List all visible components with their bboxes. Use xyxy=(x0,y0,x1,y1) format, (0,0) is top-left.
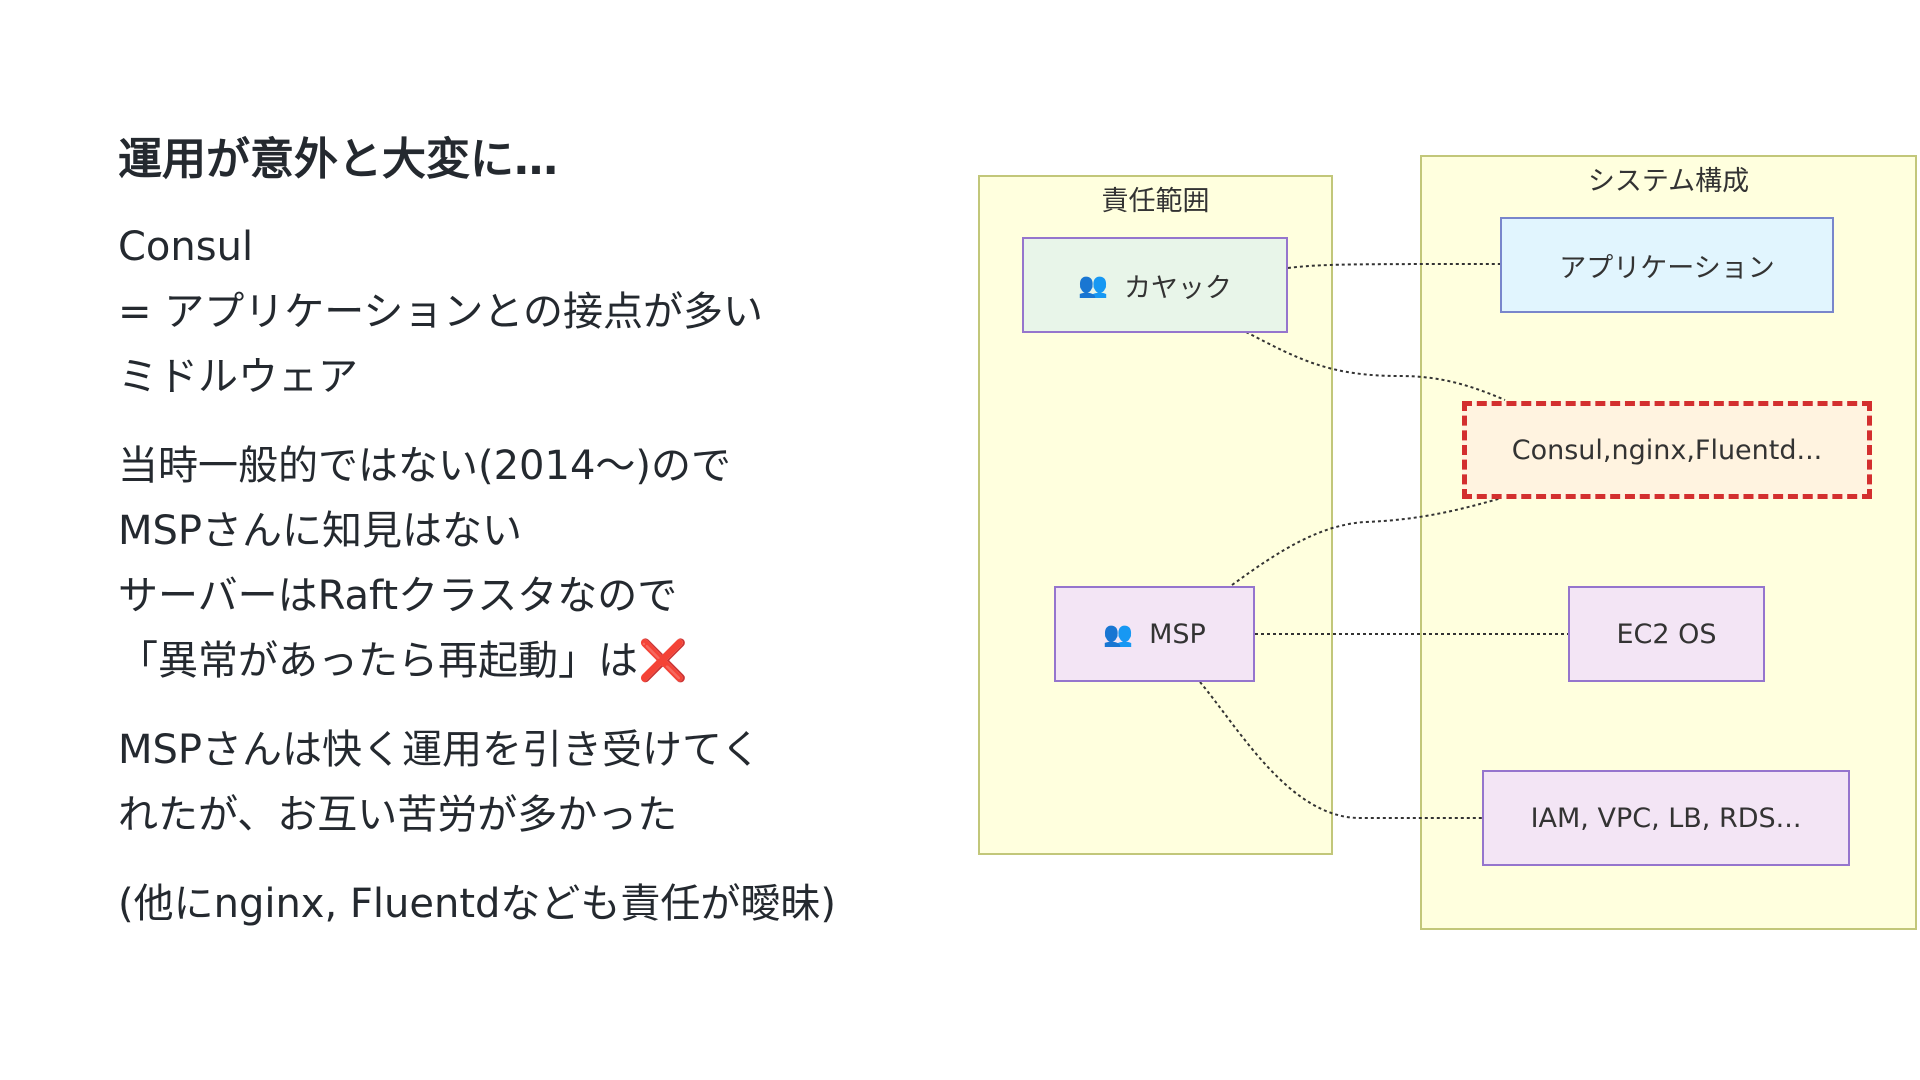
node-infra-label: IAM, VPC, LB, RDS... xyxy=(1530,802,1802,834)
node-ec2-label: EC2 OS xyxy=(1616,618,1717,650)
edge-msp-middleware xyxy=(1231,496,1506,586)
cross-mark-icon: ❌ xyxy=(638,638,688,684)
paragraph-knowledge: 当時一般的ではない(2014〜)ので MSPさんに知見はない サーバーはRaft… xyxy=(118,434,878,694)
node-msp: 👥 MSP xyxy=(1054,586,1255,682)
edge-kayac-application xyxy=(1287,263,1501,269)
text-column: 運用が意外と大変に… Consul = アプリケーションとの接点が多い ミドルウ… xyxy=(118,132,878,961)
paragraph-others: (他にnginx, Fluentdなども責任が曖昧) xyxy=(118,872,878,937)
slide-title: 運用が意外と大変に… xyxy=(118,134,558,185)
node-application: アプリケーション xyxy=(1500,217,1834,313)
text-line: 当時一般的ではない(2014〜)ので xyxy=(118,443,732,489)
node-kayac-label: カヤック xyxy=(1123,272,1232,304)
text-line: ミドルウェア xyxy=(118,354,358,400)
text-line-restart: 「異常があったら再起動」は❌ xyxy=(118,629,878,694)
text-line: (他にnginx, Fluentdなども責任が曖昧) xyxy=(118,881,837,927)
text-line: れたが、お互い苦労が多かった xyxy=(118,792,678,838)
paragraph-consul: Consul = アプリケーションとの接点が多い ミドルウェア xyxy=(118,215,878,410)
node-application-label: アプリケーション xyxy=(1559,252,1775,284)
text-line: MSPさんに知見はない xyxy=(118,508,523,554)
node-msp-label: MSP xyxy=(1149,618,1206,650)
node-ec2: EC2 OS xyxy=(1568,586,1765,682)
node-infra: IAM, VPC, LB, RDS... xyxy=(1482,770,1850,866)
paragraph-msp: MSPさんは快く運用を引き受けてく れたが、お互い苦労が多かった xyxy=(118,718,878,848)
text-line: MSPさんは快く運用を引き受けてく xyxy=(118,727,761,773)
people-icon: 👥 xyxy=(1078,271,1108,299)
people-icon: 👥 xyxy=(1103,620,1134,648)
node-kayac: 👥 カヤック xyxy=(1022,237,1288,333)
text-line: = アプリケーションとの接点が多い xyxy=(118,289,764,335)
text-line: サーバーはRaftクラスタなので xyxy=(118,573,678,619)
node-middleware: Consul,nginx,Fluentd... xyxy=(1462,401,1872,499)
responsibility-cluster-title: 責任範囲 xyxy=(1101,186,1210,217)
text-line: Consul xyxy=(118,224,254,270)
edge-msp-infra xyxy=(1199,681,1482,819)
edge-kayac-middleware xyxy=(1245,331,1506,401)
node-middleware-label: Consul,nginx,Fluentd... xyxy=(1511,434,1823,466)
restart-text: 「異常があったら再起動」は xyxy=(118,638,638,684)
system-cluster-title: システム構成 xyxy=(1587,166,1750,197)
